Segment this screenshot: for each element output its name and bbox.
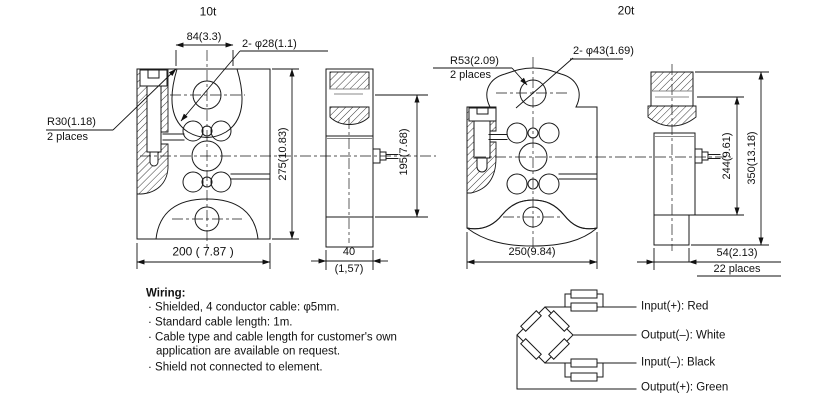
front-view-20t (466, 57, 598, 252)
title-20t: 20t (617, 3, 635, 18)
side-view-10t (325, 68, 399, 248)
note-20t-22-places: 22 places (713, 262, 761, 275)
dimensions-20t (433, 57, 781, 277)
dim-10t-top-width: 84(3.3) (186, 30, 222, 43)
label-20t-holes: 2- φ43(1.69) (573, 44, 634, 57)
wiring-note-3: · Cable type and cable length for custom… (148, 331, 397, 344)
front-view-10t (136, 50, 271, 248)
title-10t: 10t (199, 4, 217, 19)
bridge-circuit-diagram (516, 289, 637, 390)
dimensions-10t (46, 42, 428, 270)
dim-10t-side-width: 40 (342, 245, 356, 258)
dim-20t-side-width: 54(2.13) (716, 246, 758, 259)
bridge-label-output-positive: Output(+): Green (641, 381, 729, 394)
dim-10t-base-width: 200 ( 7.87 ) (172, 244, 234, 259)
label-20t-radius-note: 2 places (450, 68, 491, 81)
wiring-note-4: · Shield not connected to element. (148, 361, 323, 374)
wiring-note-1: · Shielded, 4 conductor cable: φ5mm. (148, 301, 340, 314)
wiring-heading: Wiring: (146, 287, 186, 300)
dim-10t-side-height: 195(7.68) (397, 128, 410, 176)
bridge-label-input-negative: Input(–): Black (641, 356, 716, 369)
side-view-20t (647, 64, 721, 251)
label-10t-radius-note: 2 places (47, 130, 88, 143)
dim-20t-height: 350(13.18) (745, 131, 758, 185)
label-20t-radius: R53(2.09) (450, 54, 499, 67)
wiring-note-3-cont: application are available on request. (156, 345, 341, 358)
label-10t-radius: R30(1.18) (47, 115, 96, 128)
dim-10t-side-width-inch: (1,57) (334, 262, 364, 275)
dim-20t-base-width: 250(9.84) (508, 245, 556, 258)
wiring-note-2: · Standard cable length: 1m. (148, 316, 293, 329)
dim-10t-height: 275(10.83) (276, 127, 289, 181)
bridge-label-input-positive: Input(+): Red (641, 300, 709, 313)
dim-20t-inner-height: 244(9.61) (720, 132, 733, 180)
label-10t-holes: 2- φ28(1.1) (242, 37, 297, 50)
bridge-label-output-negative: Output(–): White (641, 329, 726, 342)
